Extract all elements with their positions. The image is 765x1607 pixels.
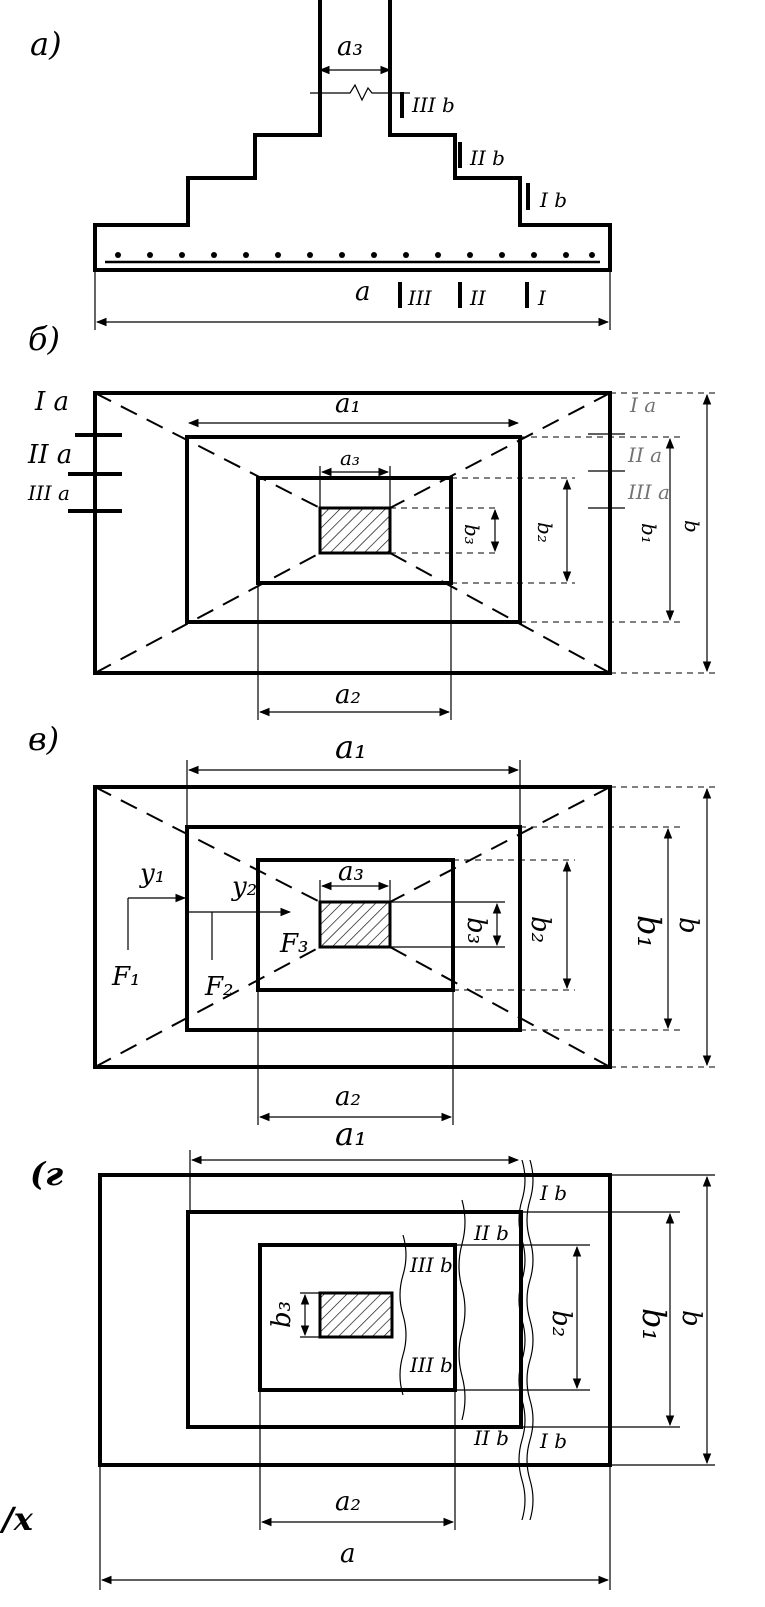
middle-rect-g: [186, 1210, 523, 1429]
section-line-IIIb: [399, 1234, 407, 1396]
label-a2-v: a₂: [335, 1082, 361, 1112]
label-a1-g: a₁: [335, 1115, 367, 1153]
label-F3: F₃: [279, 929, 308, 959]
inner-rect-v: [256, 858, 455, 992]
view-a-elevation: a) a₃ III b II b I b III II I: [30, 0, 612, 330]
label-a1-v: a₁: [335, 728, 367, 766]
view-b-plan: б) a₁ a₃ a₂ b₃ b₂ b₁: [27, 320, 715, 720]
label-a3-top: a₃: [337, 32, 363, 62]
label-IIb-top: II b: [469, 146, 505, 170]
view-b-label: б): [28, 320, 60, 358]
label-b2-b: b₂: [533, 522, 557, 543]
base-rect-g: [98, 1173, 612, 1467]
label-Ib-g-bottom: I b: [539, 1429, 567, 1453]
view-g-plan: (г a₁ I b I b II b II b III b III b b₃ b…: [0, 1115, 715, 1590]
label-b3-v: b₃: [461, 917, 491, 944]
middle-rect-b: [185, 435, 522, 624]
label-II-bottom: II: [469, 286, 487, 310]
label-Ia-right: I a: [629, 393, 656, 417]
label-IIa-right: II a: [627, 443, 662, 467]
label-Ib-top: I b: [539, 188, 567, 212]
middle-rect-v: [185, 825, 522, 1032]
label-IIb-g-top: II b: [473, 1221, 509, 1245]
section-line-Ib-1: [518, 1159, 526, 1521]
label-IIIb-top: III b: [411, 93, 455, 117]
label-b2-v: b₂: [525, 916, 555, 943]
label-a-g: a: [340, 1539, 356, 1569]
label-b3-g: b₃: [267, 1301, 297, 1328]
column-section-v: [318, 900, 392, 949]
label-Ib-g-top: I b: [539, 1181, 567, 1205]
label-a-top: a: [355, 277, 371, 307]
label-b-g: b: [676, 1310, 706, 1327]
view-v-label: в): [28, 720, 59, 758]
view-a-label: a): [30, 25, 62, 63]
label-I-bottom: I: [537, 286, 547, 310]
label-b1-v: b₁: [630, 915, 668, 948]
label-y2: y₂: [231, 872, 257, 902]
label-IIIa-right: III a: [627, 480, 670, 504]
column-section-g: [318, 1291, 394, 1339]
label-IIIb-g-bottom: III b: [409, 1353, 453, 1377]
base-rect-b: [93, 391, 612, 675]
label-a2-g: a₂: [335, 1487, 361, 1517]
section-line-Ib-2: [526, 1159, 534, 1521]
label-Ia-left: I a: [34, 387, 69, 417]
view-v-plan: в) a₁ a₃ a₂ b₃ b₂: [28, 720, 715, 1125]
label-IIIa-left: III a: [27, 481, 70, 505]
inner-rect-b: [256, 476, 453, 585]
label-F2: F₂: [204, 972, 233, 1002]
label-IIIb-g-top: III b: [409, 1253, 453, 1277]
label-b-b: b: [680, 520, 704, 533]
diagonals-b: [94, 392, 611, 674]
label-III-bottom: III: [407, 286, 433, 310]
label-b3-b: b₃: [460, 524, 484, 545]
view-g-label: (г: [30, 1155, 63, 1193]
label-b2-g: b₂: [546, 1310, 576, 1337]
label-y1: y₁: [139, 859, 165, 889]
stepped-footing-outline: [93, 0, 612, 272]
label-F1: F₁: [111, 962, 140, 992]
label-a3-b: a₃: [340, 446, 360, 470]
label-b-v: b: [673, 917, 703, 934]
label-IIa-left: II a: [27, 440, 72, 470]
label-b1-g: b₁: [635, 1308, 673, 1341]
base-rect-v: [93, 785, 612, 1069]
break-line: [310, 83, 410, 102]
footer-mark: /х: [0, 1500, 34, 1538]
section-line-IIb: [458, 1199, 466, 1421]
diagonals-v: [94, 786, 611, 1068]
inner-rect-g: [258, 1243, 457, 1392]
label-a1-b: a₁: [335, 389, 361, 419]
label-IIb-g-bottom: II b: [473, 1426, 509, 1450]
label-a2-b: a₂: [335, 680, 361, 710]
column-section-b: [318, 506, 392, 555]
label-b1-b: b₁: [637, 523, 661, 544]
rebar-dots: [115, 252, 595, 258]
label-a3-v: a₃: [338, 857, 364, 887]
